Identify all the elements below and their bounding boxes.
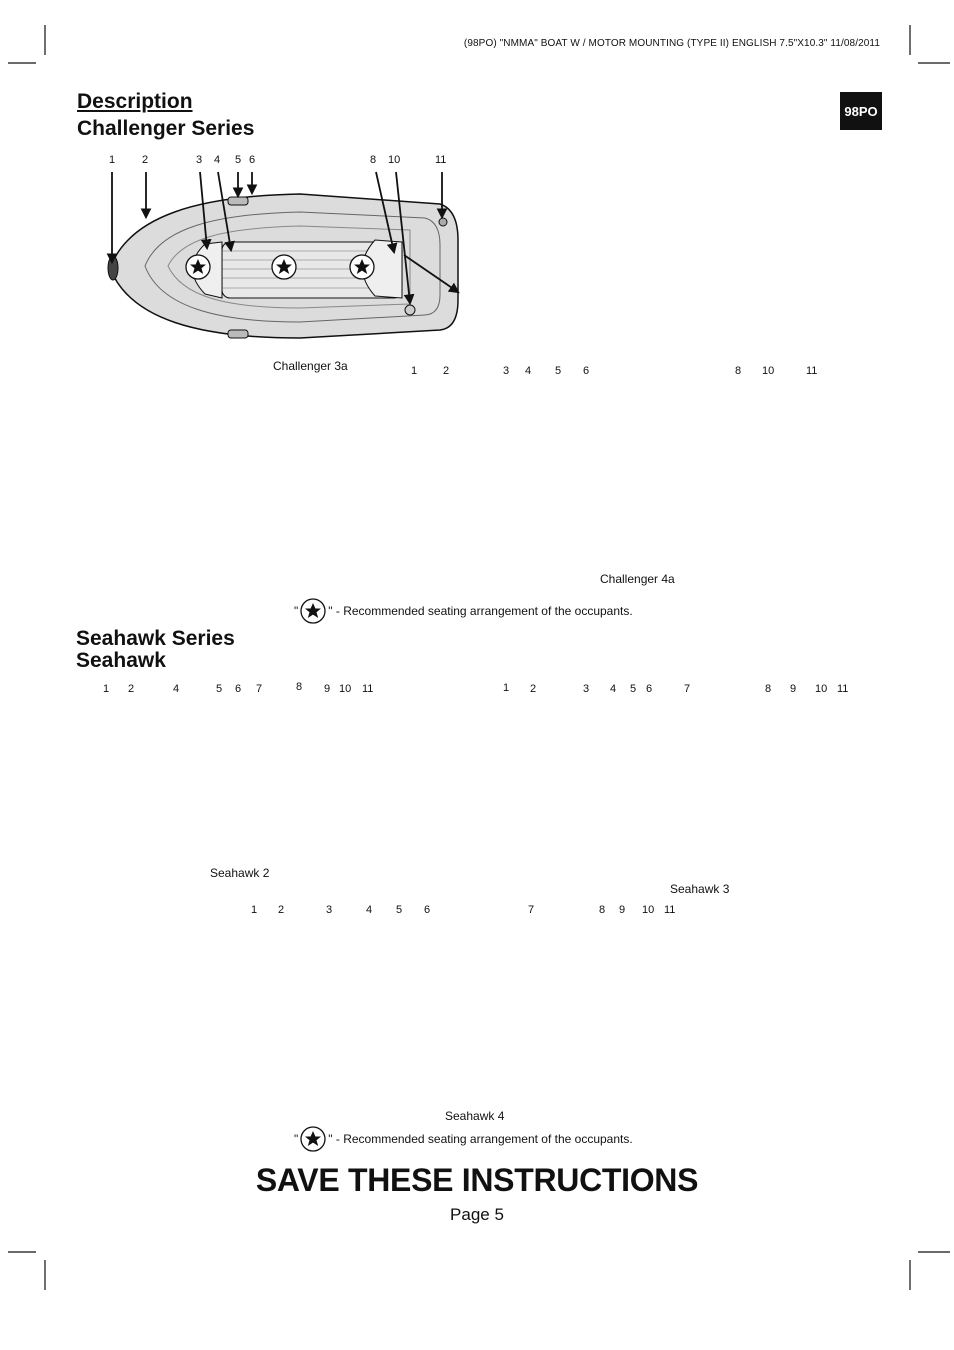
label-s4-3: 3 bbox=[326, 904, 333, 916]
label-s2-10: 10 bbox=[339, 683, 352, 695]
legend-text: " - Recommended seating arrangement of t… bbox=[328, 1132, 633, 1146]
label-c4a-1: 1 bbox=[411, 365, 418, 377]
legend-quote: " bbox=[294, 1132, 299, 1146]
star-seat-icon bbox=[300, 1126, 326, 1152]
legend-quote: " bbox=[294, 604, 299, 618]
caption-seahawk-4: Seahawk 4 bbox=[445, 1109, 505, 1123]
label-s4-9: 9 bbox=[619, 904, 626, 916]
label-c4a-8: 8 bbox=[735, 365, 742, 377]
label-s4-4: 4 bbox=[366, 904, 373, 916]
label-s4-1: 1 bbox=[251, 904, 258, 916]
label-c4a-2: 2 bbox=[443, 365, 450, 377]
caption-challenger-3a: Challenger 3a bbox=[273, 359, 348, 373]
seating-legend: " " - Recommended seating arrangement of… bbox=[294, 598, 633, 624]
caption-seahawk-2: Seahawk 2 bbox=[210, 866, 270, 880]
label-c3a-1: 1 bbox=[109, 154, 116, 166]
label-s3-7: 7 bbox=[684, 683, 691, 695]
label-s3-8: 8 bbox=[765, 683, 772, 695]
label-s3-10: 10 bbox=[815, 683, 828, 695]
label-c3a-3: 3 bbox=[196, 154, 203, 166]
label-c4a-4: 4 bbox=[525, 365, 532, 377]
legend-text: " - Recommended seating arrangement of t… bbox=[328, 604, 633, 618]
label-c3a-2: 2 bbox=[142, 154, 149, 166]
label-s3-11: 11 bbox=[837, 683, 849, 695]
seahawk-subtitle: Seahawk bbox=[76, 649, 166, 672]
description-title: Description bbox=[77, 90, 193, 113]
label-c4a-6: 6 bbox=[583, 365, 590, 377]
section-seahawk-heading: Seahawk Series Seahawk bbox=[76, 628, 235, 672]
label-s2-6: 6 bbox=[235, 683, 242, 695]
label-s2-5: 5 bbox=[216, 683, 223, 695]
label-s4-11: 11 bbox=[664, 904, 676, 916]
label-c3a-4: 4 bbox=[214, 154, 221, 166]
section-challenger-heading: Description Challenger Series bbox=[77, 88, 254, 142]
label-s3-1: 1 bbox=[503, 682, 510, 694]
label-c3a-6: 6 bbox=[249, 154, 256, 166]
label-s3-2: 2 bbox=[530, 683, 537, 695]
label-s2-7: 7 bbox=[256, 683, 263, 695]
label-s4-2: 2 bbox=[278, 904, 285, 916]
label-c4a-11: 11 bbox=[806, 365, 818, 377]
label-s3-5: 5 bbox=[630, 683, 637, 695]
save-instructions-title: SAVE THESE INSTRUCTIONS bbox=[255, 1162, 699, 1198]
caption-challenger-4a: Challenger 4a bbox=[600, 572, 675, 586]
label-c4a-3: 3 bbox=[503, 365, 510, 377]
label-s4-7: 7 bbox=[528, 904, 535, 916]
label-s2-8: 8 bbox=[296, 681, 303, 693]
doc-code-header: (98PO) "NMMA" BOAT W / MOTOR MOUNTING (T… bbox=[463, 38, 880, 49]
label-c3a-11: 11 bbox=[435, 154, 447, 166]
challenger-3a-diagram bbox=[106, 171, 460, 339]
label-c3a-5: 5 bbox=[235, 154, 242, 166]
challenger-series-title: Challenger Series bbox=[77, 117, 255, 140]
label-s4-10: 10 bbox=[642, 904, 655, 916]
label-s3-6: 6 bbox=[646, 683, 653, 695]
seahawk-series-title: Seahawk Series bbox=[76, 627, 235, 650]
caption-seahawk-3: Seahawk 3 bbox=[670, 882, 730, 896]
label-c4a-10: 10 bbox=[762, 365, 775, 377]
label-c3a-10: 10 bbox=[388, 154, 401, 166]
page-number: Page 5 bbox=[450, 1205, 504, 1224]
label-s2-2: 2 bbox=[128, 683, 135, 695]
star-seat-icon bbox=[300, 598, 326, 624]
label-s4-6: 6 bbox=[424, 904, 431, 916]
label-s4-8: 8 bbox=[599, 904, 606, 916]
label-s2-4: 4 bbox=[173, 683, 180, 695]
label-s2-9: 9 bbox=[324, 683, 331, 695]
label-c4a-5: 5 bbox=[555, 365, 562, 377]
seating-legend-2: " " - Recommended seating arrangement of… bbox=[294, 1126, 633, 1152]
label-s2-11: 11 bbox=[362, 683, 374, 695]
label-s2-1: 1 bbox=[103, 683, 110, 695]
label-s4-5: 5 bbox=[396, 904, 403, 916]
label-c3a-8: 8 bbox=[370, 154, 377, 166]
label-s3-3: 3 bbox=[583, 683, 590, 695]
label-s3-4: 4 bbox=[610, 683, 617, 695]
label-s3-9: 9 bbox=[790, 683, 797, 695]
language-tab: 98PO bbox=[840, 92, 882, 130]
